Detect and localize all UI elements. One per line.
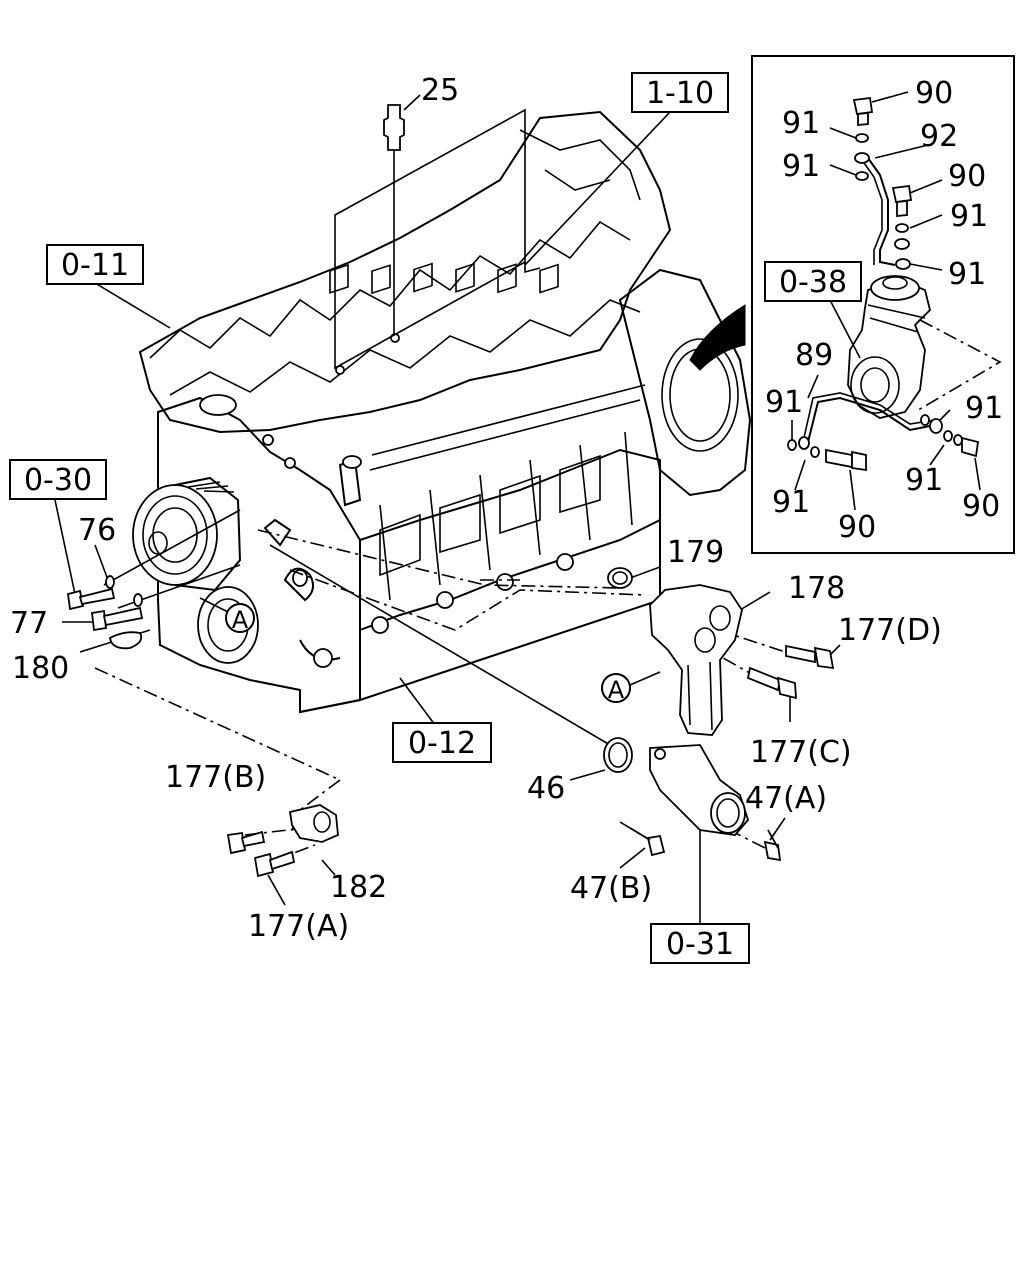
label-46: 46 bbox=[527, 771, 565, 806]
label-inset-91-a: 91 bbox=[782, 106, 820, 141]
label-178: 178 bbox=[788, 571, 845, 606]
label-76: 76 bbox=[78, 513, 116, 548]
svg-text:A: A bbox=[232, 606, 249, 634]
circle-marker-a-right: A bbox=[601, 673, 631, 704]
svg-text:1-10: 1-10 bbox=[646, 76, 714, 111]
label-inset-90-bl: 90 bbox=[838, 510, 876, 545]
ref-box-0-30[interactable]: 0-30 bbox=[9, 459, 107, 500]
label-inset-91-f: 91 bbox=[965, 391, 1003, 426]
svg-text:0-12: 0-12 bbox=[408, 726, 476, 761]
ref-box-0-31[interactable]: 0-31 bbox=[650, 923, 750, 964]
label-47b: 47(B) bbox=[570, 871, 652, 906]
svg-text:0-31: 0-31 bbox=[666, 927, 734, 962]
circle-marker-a-left: A bbox=[225, 603, 255, 634]
label-177c: 177(C) bbox=[750, 735, 852, 770]
ref-box-0-12[interactable]: 0-12 bbox=[392, 722, 492, 763]
label-25: 25 bbox=[421, 73, 459, 108]
label-47a: 47(A) bbox=[745, 781, 827, 816]
label-179: 179 bbox=[667, 535, 724, 570]
svg-text:0-38: 0-38 bbox=[779, 265, 847, 300]
label-177a: 177(A) bbox=[248, 909, 349, 944]
ref-box-1-10[interactable]: 1-10 bbox=[631, 72, 729, 113]
label-182: 182 bbox=[330, 870, 387, 905]
label-inset-90-mid: 90 bbox=[948, 159, 986, 194]
label-180: 180 bbox=[12, 651, 69, 686]
label-177d: 177(D) bbox=[838, 613, 942, 648]
loose-parts bbox=[67, 104, 835, 878]
svg-text:0-11: 0-11 bbox=[61, 248, 129, 283]
label-inset-90-br: 90 bbox=[962, 489, 1000, 524]
svg-text:A: A bbox=[608, 676, 625, 704]
label-inset-91-g: 91 bbox=[772, 485, 810, 520]
engine-block-illustration bbox=[132, 110, 752, 714]
label-inset-91-d: 91 bbox=[948, 257, 986, 292]
label-inset-91-e: 91 bbox=[765, 385, 803, 420]
svg-text:0-30: 0-30 bbox=[24, 463, 92, 498]
ref-box-0-38[interactable]: 0-38 bbox=[764, 261, 862, 302]
part-labels: 25 76 77 180 179 178 177(D) 177(C) 46 47… bbox=[10, 73, 1003, 944]
label-inset-91-b: 91 bbox=[782, 149, 820, 184]
label-inset-90-top: 90 bbox=[915, 76, 953, 111]
label-inset-91-h: 91 bbox=[905, 463, 943, 498]
ref-box-0-11[interactable]: 0-11 bbox=[46, 244, 144, 285]
leader-lines bbox=[54, 94, 841, 928]
label-inset-91-c: 91 bbox=[950, 199, 988, 234]
label-inset-89: 89 bbox=[795, 338, 833, 373]
label-inset-92: 92 bbox=[920, 119, 958, 154]
label-177b: 177(B) bbox=[165, 760, 266, 795]
inset-air-compressor bbox=[751, 55, 1015, 554]
label-77: 77 bbox=[10, 606, 48, 641]
